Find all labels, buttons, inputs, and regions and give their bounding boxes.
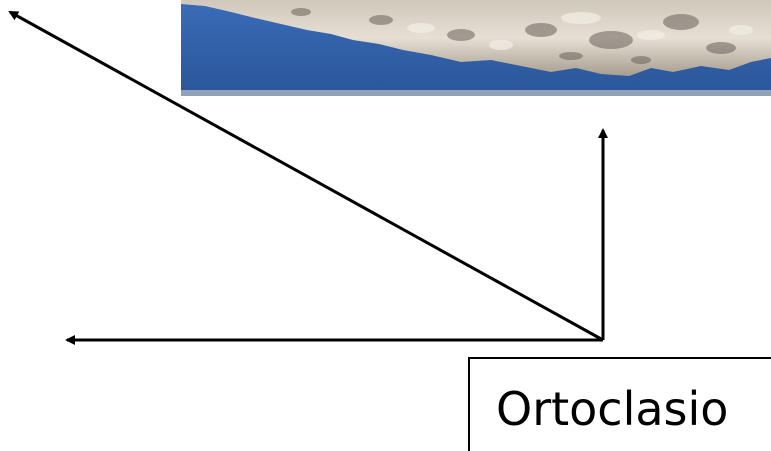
mineral-label-box: Ortoclasio: [468, 357, 771, 451]
arrow-diagonal: [10, 12, 603, 340]
mineral-name: Ortoclasio: [496, 381, 728, 437]
